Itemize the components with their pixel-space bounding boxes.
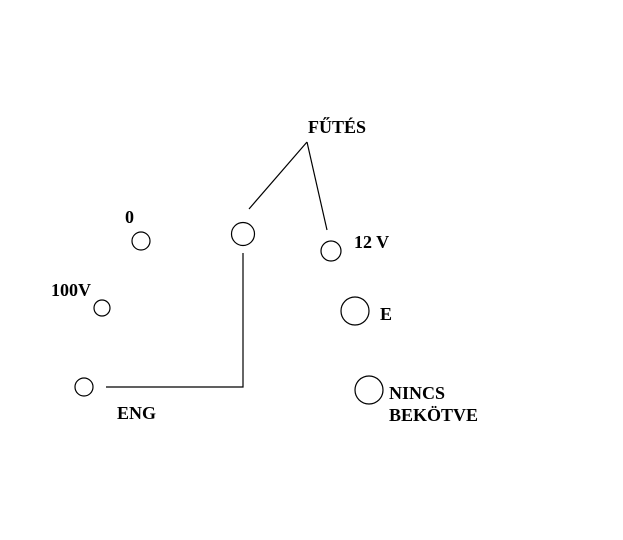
label-e: E [380,304,393,324]
terminal-e [340,296,370,326]
label-bekotve: BEKÖTVE [389,405,479,425]
terminal-100v [93,299,111,317]
terminal-eng [74,377,94,397]
wire-terminal-to-eng [106,253,244,388]
terminal-12v [320,240,342,262]
terminal-0 [131,231,151,251]
label-eng: ENG [117,403,157,423]
wire-futes-to-12v [306,141,328,231]
terminal-futes [230,221,256,247]
terminal-nincs-bekotve [354,375,384,405]
label-futes: FŰTÉS [308,117,367,137]
label-nincs: NINCS [389,383,446,403]
wire-futes-to-terminal [248,141,308,210]
label-100v: 100V [51,280,91,300]
label-12v: 12 V [354,232,390,252]
label-zero: 0 [125,207,134,227]
label-nincs-bekotve: NINCS BEKÖTVE [389,382,478,426]
